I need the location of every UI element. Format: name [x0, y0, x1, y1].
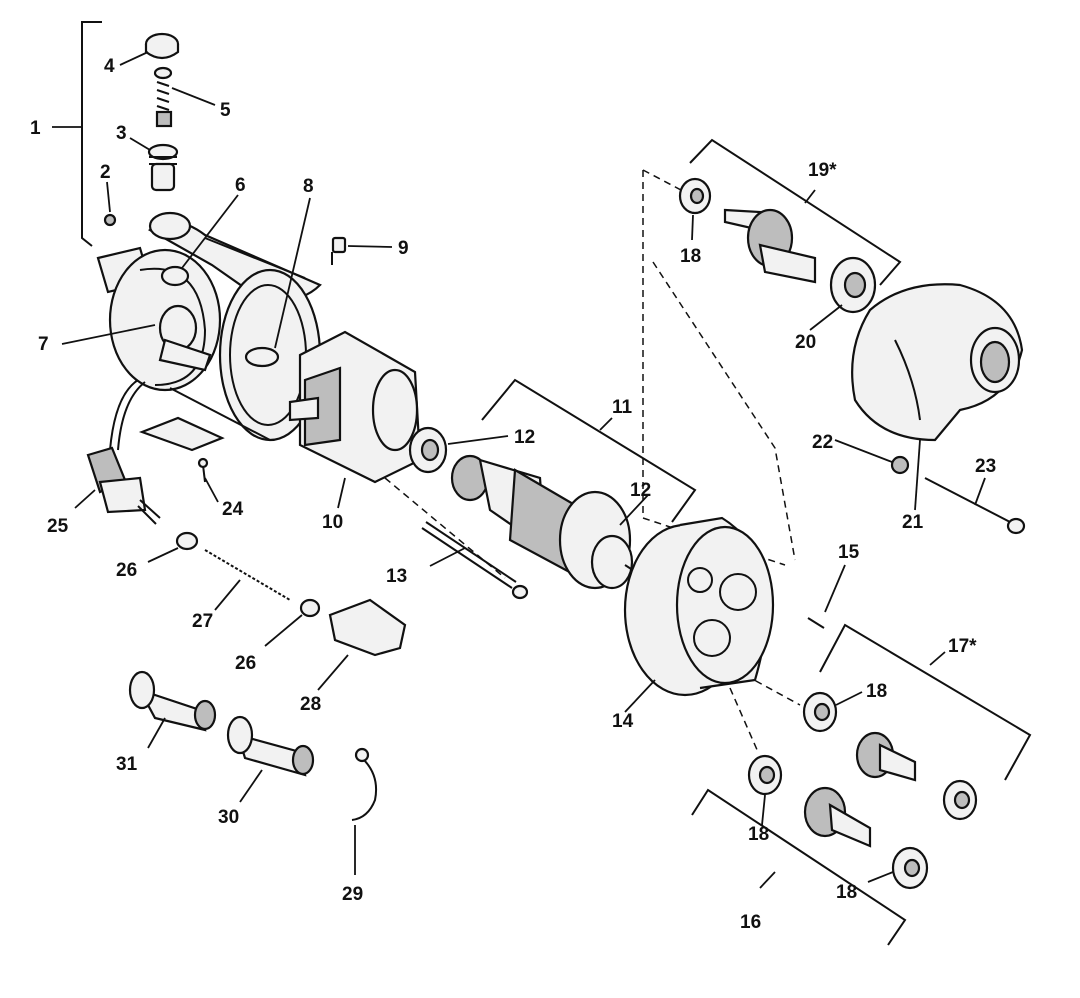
label-31: 31	[116, 754, 138, 775]
bracket-gear-16	[691, 788, 907, 946]
label-20: 20	[795, 332, 816, 353]
part-4-cap	[144, 32, 180, 60]
label-5: 5	[220, 100, 231, 121]
part-17-gear	[855, 731, 917, 782]
label-14: 14	[612, 711, 634, 732]
part-19-gear-shaft	[678, 177, 877, 314]
label-25: 25	[47, 516, 69, 537]
label-23: 23	[975, 456, 996, 477]
label-19: 19*	[808, 160, 837, 181]
part-11-armature	[450, 454, 646, 590]
label-28: 28	[300, 694, 321, 715]
part-15-pin	[807, 617, 825, 629]
label-11: 11	[612, 397, 633, 418]
part-26-cap-a	[175, 531, 199, 551]
part-27-spring	[204, 549, 291, 601]
label-24: 24	[222, 499, 244, 520]
part-5-spring	[153, 66, 173, 128]
part-30-grip	[226, 715, 315, 777]
part-18-bearing-e	[891, 846, 929, 890]
label-7: 7	[38, 334, 49, 355]
bracket-armature-11	[481, 378, 697, 523]
part-25-cord-switch	[86, 379, 161, 525]
label-4: 4	[104, 56, 115, 77]
bracket-assembly-1	[52, 21, 102, 247]
part-31-grip	[128, 670, 217, 732]
label-18a: 18	[680, 246, 701, 267]
part-2-screw	[103, 213, 117, 227]
label-18c: 18	[748, 824, 769, 845]
part-28-bracket	[328, 598, 407, 657]
part-9-screw	[331, 236, 347, 265]
label-30: 30	[218, 807, 239, 828]
label-1: 1	[30, 118, 41, 139]
part-14-gear-case	[623, 516, 775, 697]
part-26-cap-b	[299, 598, 321, 618]
label-18d: 18	[836, 882, 857, 903]
part-18-bearing-b	[802, 691, 838, 733]
part-labels: 1 2 3 4 5 6 7 8 9 10 11 12 12 13 14 15 1…	[30, 56, 996, 933]
part-21-cover	[851, 283, 1024, 442]
part-13-bolt	[421, 521, 529, 600]
label-26b: 26	[235, 653, 256, 674]
label-6: 6	[235, 175, 246, 196]
part-1-housing	[96, 211, 322, 442]
label-18b: 18	[866, 681, 887, 702]
part-23-bolt	[924, 477, 1026, 535]
label-16: 16	[740, 912, 761, 933]
label-17: 17*	[948, 636, 977, 657]
label-27: 27	[192, 611, 213, 632]
part-24-plate	[138, 416, 225, 483]
part-10-field-coil	[288, 330, 422, 484]
part-18-bearing-d	[942, 779, 978, 821]
label-22: 22	[812, 432, 833, 453]
leader-lines	[61, 51, 986, 883]
part-16-gear	[803, 786, 872, 848]
part-18-bearing-c	[747, 754, 783, 796]
label-3: 3	[116, 123, 127, 144]
label-12b: 12	[630, 480, 651, 501]
label-29: 29	[342, 884, 363, 905]
label-10: 10	[322, 512, 343, 533]
label-21: 21	[902, 512, 924, 533]
part-29-clip	[351, 747, 378, 821]
part-3-fitting	[147, 143, 179, 192]
label-12a: 12	[514, 427, 535, 448]
label-26a: 26	[116, 560, 137, 581]
label-2: 2	[100, 162, 111, 183]
label-15: 15	[838, 542, 860, 563]
bracket-gear-17	[819, 623, 1032, 781]
part-12-bearing-a	[408, 426, 448, 474]
bracket-gear-19	[689, 138, 902, 286]
label-9: 9	[398, 238, 409, 259]
label-13: 13	[386, 566, 407, 587]
label-8: 8	[303, 176, 314, 197]
part-22-nut	[890, 455, 910, 475]
